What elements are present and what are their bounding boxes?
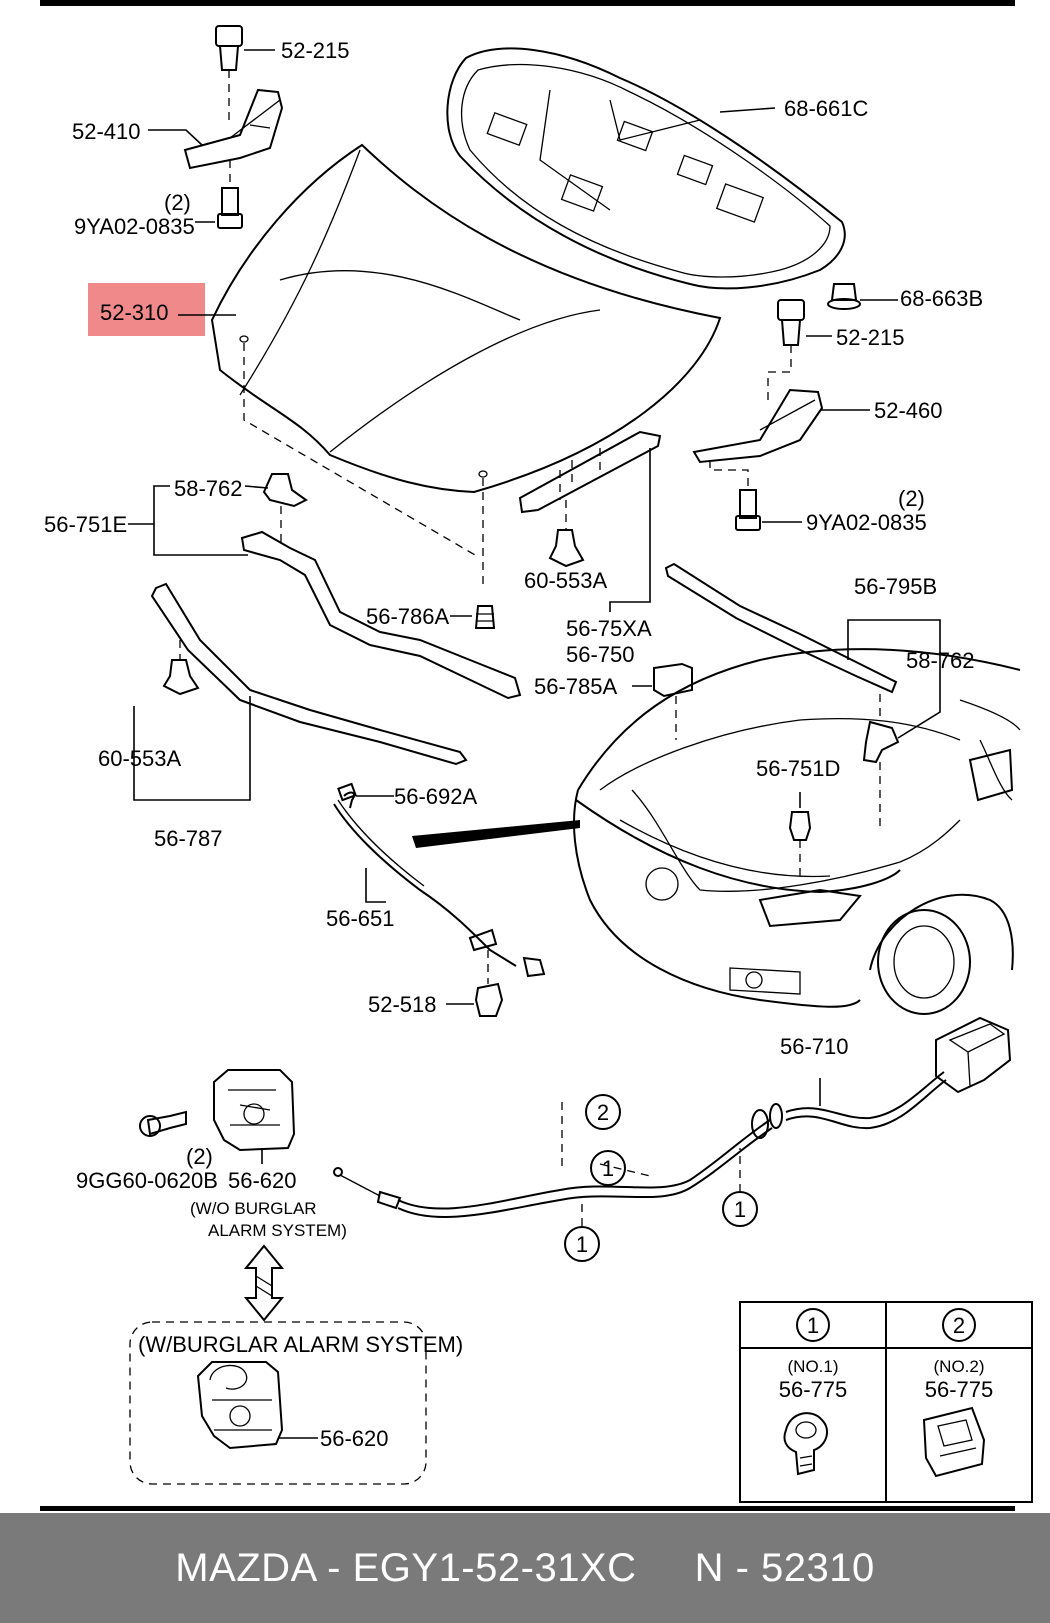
grommet-68-663b (827, 283, 898, 310)
label-52-518: 52-518 (368, 992, 437, 1017)
label-56-75xa: 56-75XA (566, 616, 652, 641)
legend-col1-part: 56-775 (779, 1377, 848, 1402)
label-9ya-right-qty: (2) (898, 486, 925, 511)
clip-legend-table: 1 2 (NO.1) 56-775 (NO.2) 56-775 (739, 1301, 1033, 1503)
label-56-620: 56-620 (228, 1168, 297, 1193)
label-56-785a: 56-785A (534, 674, 618, 699)
pad-56-785a (632, 662, 693, 740)
label-9gg-qty: (2) (186, 1144, 213, 1169)
clip-no1-icon (783, 1412, 829, 1476)
label-68-661c: 68-661C (784, 96, 869, 121)
footer-text: MAZDA - EGY1-52-31XC N - 52310 (175, 1545, 875, 1590)
label-58-762-right: 58-762 (906, 648, 975, 673)
hood-panel (210, 143, 722, 590)
highlight-box (88, 283, 205, 336)
label-56-751e: 56-751E (44, 512, 127, 537)
seal-56-751e (128, 473, 522, 700)
label-52-310: 52-310 (100, 300, 169, 325)
label-60-553a-mid: 60-553A (524, 568, 608, 593)
label-wo-alarm-line1: (W/O BURGLAR (190, 1199, 317, 1218)
label-9ya02-0835-right: 9YA02-0835 (806, 510, 927, 535)
seal-56-75xa (518, 430, 662, 612)
seal-56-787 (133, 582, 468, 801)
label-52-215-top: 52-215 (281, 38, 350, 63)
seal-56-795b (664, 562, 941, 764)
part-number-footer: MAZDA - EGY1-52-31XC N - 52310 (0, 1513, 1050, 1623)
clip-no2-icon (922, 1406, 986, 1478)
label-wo-alarm-line2: ALARM SYSTEM) (208, 1221, 347, 1240)
label-56-710: 56-710 (780, 1034, 849, 1059)
alarm-variant-box (129, 1321, 427, 1485)
callout-circle-2: 2 (585, 1094, 621, 1130)
hinge-right (692, 299, 870, 531)
label-56-786a: 56-786A (366, 604, 450, 629)
label-60-553a-left: 60-553A (98, 746, 182, 771)
legend-col2-head: 2 (953, 1313, 965, 1338)
callout-circle-1a: 1 (590, 1150, 626, 1186)
label-52-215-right: 52-215 (836, 325, 905, 350)
label-9gg60-0620b: 9GG60-0620B (76, 1168, 218, 1193)
callout-circle-1c: 1 (722, 1191, 758, 1227)
hinge-left (148, 25, 284, 229)
legend-col1-head: 1 (807, 1313, 819, 1338)
clip-56-751d (788, 792, 812, 880)
legend-col2-no: (NO.2) (934, 1357, 985, 1376)
label-56-751d: 56-751D (756, 756, 840, 781)
label-52-410: 52-410 (72, 119, 141, 144)
label-52-460: 52-460 (874, 398, 943, 423)
car-front-illustration (412, 648, 1021, 1015)
legend-col1-no: (NO.1) (788, 1357, 839, 1376)
release-cable-56-710 (333, 1016, 1012, 1226)
hood-insulator (446, 47, 846, 290)
label-56-787: 56-787 (154, 826, 223, 851)
double-arrow (243, 1244, 285, 1322)
holder-52-518 (446, 950, 504, 1017)
callout-1c-number: 1 (734, 1197, 746, 1222)
latch-56-620 (139, 1069, 296, 1164)
callout-1a-number: 1 (602, 1156, 614, 1181)
label-9ya-top-qty: (2) (164, 190, 191, 215)
label-56-795b: 56-795B (854, 574, 937, 599)
label-56-692a: 56-692A (394, 784, 478, 809)
clip-56-786a (450, 605, 496, 629)
label-w-alarm: (W/BURGLAR ALARM SYSTEM) (138, 1332, 463, 1357)
legend-col2-part: 56-775 (925, 1377, 994, 1402)
label-56-750: 56-750 (566, 642, 635, 667)
label-56-651: 56-651 (326, 906, 395, 931)
label-56-620-alarm: 56-620 (320, 1426, 389, 1451)
label-58-762-left: 58-762 (174, 476, 243, 501)
hood-rod-56-651 (333, 782, 546, 978)
label-9ya02-0835-top: 9YA02-0835 (74, 214, 195, 239)
callout-2-number: 2 (597, 1100, 609, 1125)
callout-circle-1b: 1 (564, 1226, 600, 1262)
label-68-663b: 68-663B (900, 286, 983, 311)
hood-parts-diagram: 2 1 1 1 1 2 (NO.1) 56-775 (NO.2) 56-775 (40, 0, 1033, 1511)
callout-1b-number: 1 (576, 1232, 588, 1257)
